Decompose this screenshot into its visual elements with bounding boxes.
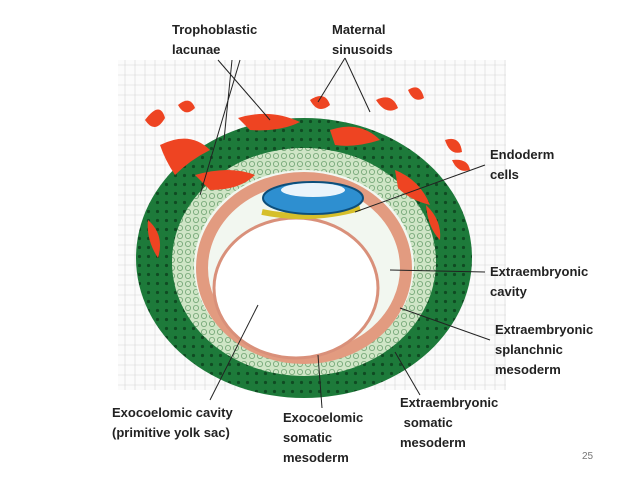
trophoblastic-lacuna (160, 138, 210, 175)
slide-number: 25 (582, 451, 594, 462)
pointer-maternal-sinusoids (317, 57, 346, 103)
pointer-exocoelomic-somatic-mesoderm (317, 354, 323, 409)
maternal-sinusoid (445, 138, 462, 153)
pointer-maternal-sinusoids (344, 57, 371, 113)
pointer-somatic-mesoderm (394, 351, 421, 396)
trophoblastic-lacuna (238, 113, 300, 131)
label-trophoblastic-lacunae: Trophoblastic lacunae (172, 22, 258, 57)
label-extraembryonic-splanchnic-mesoderm: Extraembryonic splanchnic mesoderm (495, 322, 594, 377)
hypoblast-layer (261, 205, 361, 220)
maternal-sinusoid (178, 100, 195, 113)
maternal-sinusoid (145, 109, 165, 128)
trophoblastic-lacuna (330, 126, 380, 146)
pointer-lines (199, 57, 491, 409)
maternal-sinusoid (310, 96, 330, 109)
pointer-endoderm-cells (354, 164, 486, 213)
maternal-sinusoid (408, 87, 424, 100)
pointer-trophoblastic-lacunae (199, 59, 241, 196)
label-endoderm-cells: Endoderm cells (490, 147, 555, 182)
trophoblastic-lacuna (195, 170, 255, 190)
trophoblastic-lacuna (395, 170, 430, 205)
pointer-trophoblastic-lacunae (217, 59, 271, 121)
pointer-exocoelomic-cavity (209, 304, 259, 401)
maternal-sinusoid (452, 159, 470, 171)
label-extraembryonic-cavity: Extraembryonic cavity (490, 264, 589, 299)
label-exocoelomic-cavity: Exocoelomic cavity (primitive yolk sac) (112, 405, 233, 440)
label-exocoelomic-somatic-mesoderm: Exocoelomic somatic mesoderm (283, 410, 364, 465)
pointer-extraembryonic-cavity (389, 269, 486, 273)
exocoelomic-cavity (212, 216, 380, 360)
label-extraembryonic-somatic-mesoderm: Extraembryonic somatic mesoderm (400, 395, 499, 450)
trophoblastic-lacuna (147, 220, 161, 258)
maternal-sinusoid (376, 97, 398, 111)
amniotic-cavity (281, 183, 345, 197)
pointer-splanchnic-mesoderm (399, 307, 491, 341)
label-maternal-sinusoids: Maternal sinusoids (332, 22, 393, 57)
trophoblastic-lacuna (426, 205, 441, 240)
